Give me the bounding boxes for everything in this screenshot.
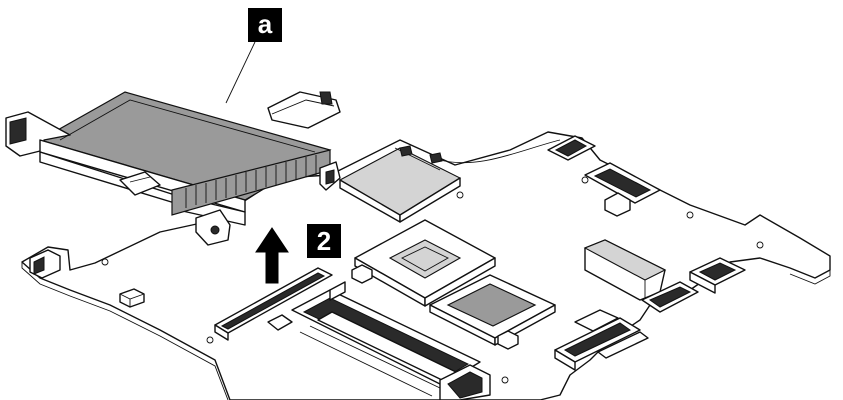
- lift-arrow: [255, 227, 289, 284]
- left-corner-connector: [29, 249, 61, 279]
- memory-slots: [267, 281, 491, 400]
- pc-card-slot-assembly: [5, 91, 341, 246]
- wireless-card: [338, 139, 561, 223]
- card-connector: [214, 267, 333, 341]
- right-side-connectors: [547, 135, 746, 371]
- small-chip-left: [119, 288, 145, 308]
- step-number-callout: 2: [307, 224, 341, 258]
- part-callout-a: a: [248, 8, 282, 42]
- callout-leader-line: [225, 41, 256, 104]
- small-components-centre: [351, 264, 519, 350]
- slot-fins: [185, 155, 317, 208]
- top-connector: [267, 91, 341, 129]
